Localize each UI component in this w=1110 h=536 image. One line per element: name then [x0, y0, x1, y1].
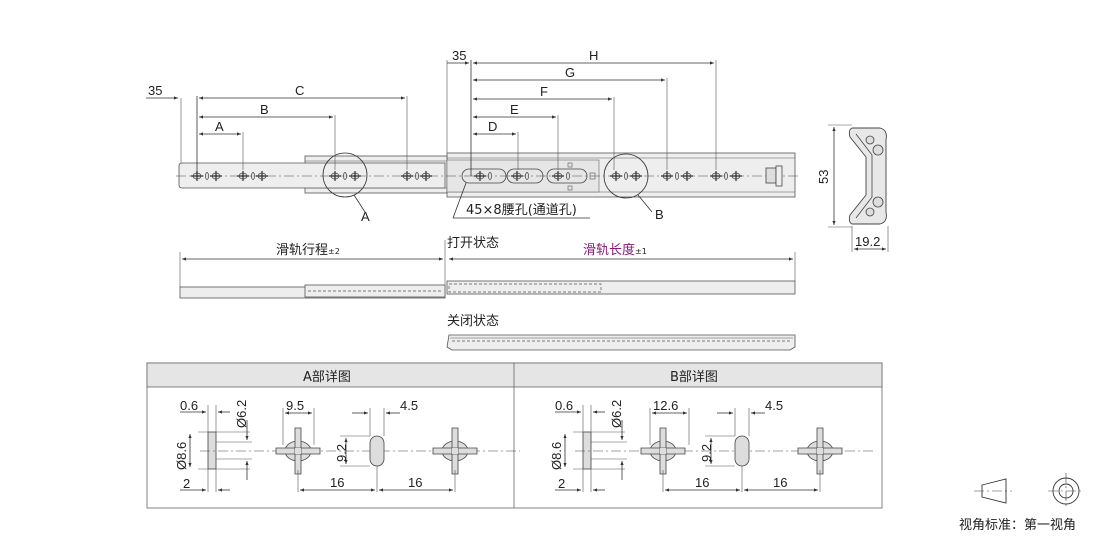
- latch-icon: [765, 165, 783, 187]
- dim-a: A: [215, 119, 224, 134]
- dim-e: E: [510, 102, 519, 117]
- slot-holes: [461, 162, 596, 191]
- dim-d: D: [488, 119, 497, 134]
- detail-b-thickness: 0.6: [555, 398, 573, 413]
- detail-b-depth: 2: [558, 476, 565, 491]
- detail-b-countersink-diameter: Ø8.6: [549, 442, 564, 470]
- truncated-cone-icon: [981, 478, 1007, 504]
- dim-c: C: [295, 83, 304, 98]
- profile-height: 53: [816, 170, 831, 184]
- length-tolerance: ±1: [635, 247, 647, 256]
- svg-text:滑轨长度±1: 滑轨长度±1: [583, 242, 647, 258]
- detail-a-pitch-2: 16: [408, 475, 422, 490]
- detail-a-circle: [322, 152, 368, 198]
- detail-b-title: B部详图: [670, 370, 718, 385]
- detail-a-thickness: 0.6: [180, 398, 198, 413]
- first-angle-projection-symbol: 视角标准：第一视角: [959, 473, 1084, 533]
- detail-b-pitch-2: 16: [773, 475, 787, 490]
- detail-a-slot-width: 4.5: [400, 398, 418, 413]
- callout-b-label: B: [655, 207, 664, 222]
- callout-a-label: A: [361, 209, 370, 224]
- detail-b-pitch-1: 16: [695, 475, 709, 490]
- length-label: 滑轨长度: [583, 242, 635, 258]
- detail-a-countersink-diameter: Ø8.6: [174, 442, 189, 470]
- open-state-view: 滑轨行程±2 打开状态 滑轨长度±1: [179, 236, 796, 299]
- svg-text:滑轨行程±2: 滑轨行程±2: [276, 243, 340, 258]
- profile-width: 19.2: [855, 234, 880, 249]
- open-state-label: 打开状态: [447, 236, 499, 251]
- detail-a-hole-diameter: Ø6.2: [234, 400, 249, 428]
- left-dimensions: 35 C B A: [146, 83, 408, 176]
- detail-b-slot-height: 9.2: [699, 444, 714, 462]
- dim-g: G: [565, 65, 575, 80]
- right-dimensions: 35 H G F E D: [446, 48, 717, 176]
- outer-rail: [178, 162, 446, 189]
- detail-a: A部详图 0.6 Ø8.6 Ø6.2 2 9.5 4.5 9.2 16 16: [174, 370, 520, 492]
- travel-tolerance: ±2: [328, 247, 340, 256]
- detail-a-slot-height: 9.2: [334, 444, 349, 462]
- detail-b: B部详图 0.6 Ø8.6 Ø6.2 2 12.6 4.5 9.2 16 16: [549, 370, 875, 492]
- dim-h: H: [589, 48, 598, 63]
- dim-left-offset: 35: [148, 83, 162, 98]
- dim-right-offset: 35: [452, 48, 466, 63]
- detail-a-pitch-1: 16: [330, 475, 344, 490]
- detail-a-title: A部详图: [303, 370, 351, 385]
- detail-b-cross-width: 12.6: [653, 398, 678, 413]
- travel-label: 滑轨行程: [276, 243, 328, 258]
- detail-a-cross-width: 9.5: [286, 398, 304, 413]
- closed-state-label: 关闭状态: [447, 314, 499, 329]
- detail-a-depth: 2: [183, 476, 190, 491]
- dim-f: F: [540, 84, 548, 99]
- detail-b-slot-width: 4.5: [765, 398, 783, 413]
- detail-b-circle: [603, 153, 649, 199]
- closed-state-view: 关闭状态: [446, 314, 796, 351]
- slide-rail-main-view: A B 45×8腰孔(通道孔) 35 C B A: [146, 48, 800, 224]
- closed-rail: [446, 334, 796, 351]
- dim-b: B: [260, 102, 269, 117]
- slot-note: 45×8腰孔(通道孔): [466, 203, 577, 218]
- projection-label: 视角标准：第一视角: [959, 518, 1076, 533]
- detail-table: [146, 362, 883, 509]
- detail-b-hole-diameter: Ø6.2: [609, 400, 624, 428]
- side-profile-view: 53 19.2: [816, 124, 889, 252]
